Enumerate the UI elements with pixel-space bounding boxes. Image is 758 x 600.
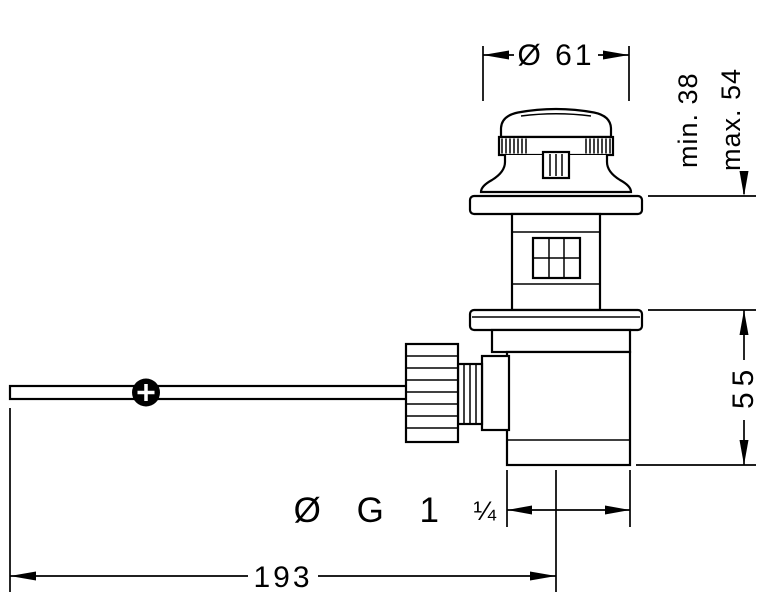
lower-flange — [468, 308, 644, 332]
cap-diameter-label: Ø 61 — [517, 39, 594, 72]
pivot-neck — [456, 362, 484, 426]
top-flange — [468, 194, 644, 216]
thread-fraction-label: ¼ — [473, 496, 496, 526]
waste-body — [490, 328, 632, 467]
dim-cap-diameter: Ø 61 — [482, 39, 630, 101]
body-height-label: 55 — [727, 364, 758, 409]
pivot-nut — [404, 342, 460, 444]
dim-thread: Ø G 1 ¼ — [294, 470, 631, 530]
dim-install-height: min. 38 max. 54 — [648, 68, 756, 311]
ball-joint — [132, 378, 160, 407]
install-min-label: min. 38 — [673, 72, 703, 168]
cap-stem — [541, 150, 571, 180]
install-max-label: max. 54 — [716, 68, 746, 171]
overflow-slots — [531, 236, 582, 280]
overall-length-label: 193 — [253, 561, 312, 594]
dim-overall-length: 193 — [9, 408, 557, 594]
lever-rod — [8, 384, 414, 401]
pivot-housing — [480, 354, 511, 432]
dim-body-height: 55 — [636, 310, 758, 466]
thread-size-label: Ø G 1 — [294, 491, 452, 530]
plug-cap — [499, 107, 613, 139]
